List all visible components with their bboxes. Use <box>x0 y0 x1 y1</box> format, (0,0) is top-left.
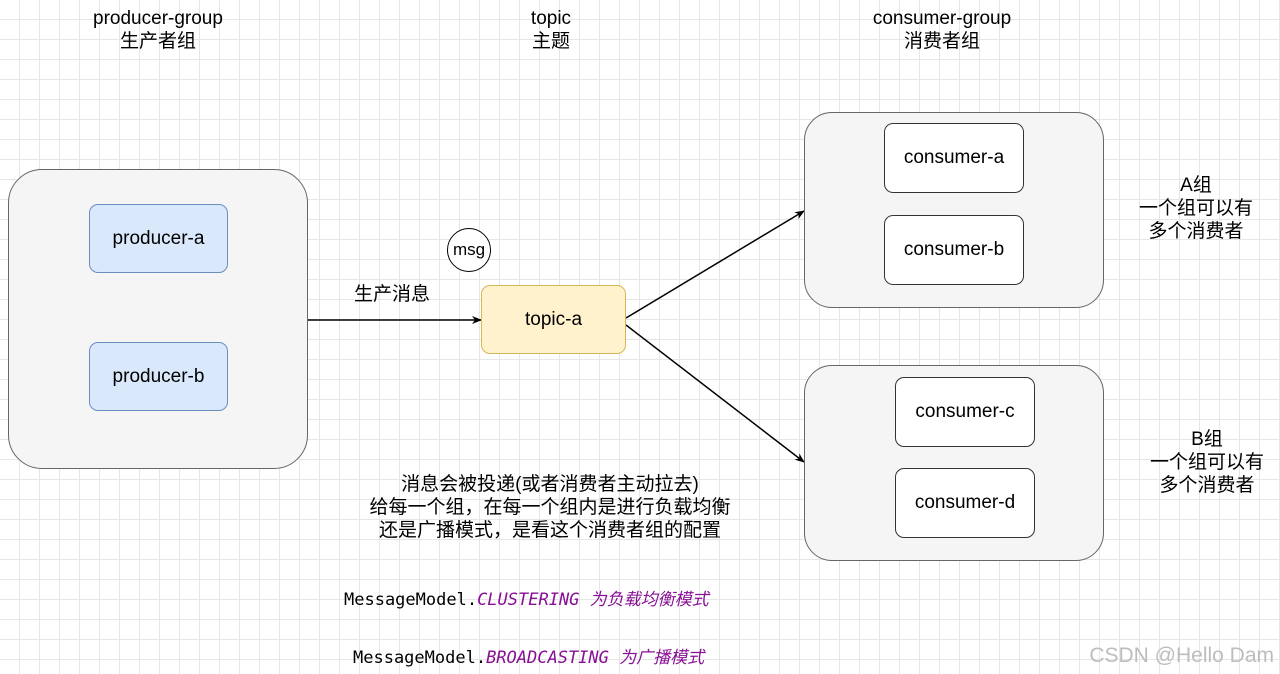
consumer-d-node[interactable]: consumer-d <box>895 468 1035 538</box>
delivery-note-line1: 消息会被投递(或者消费者主动拉去) <box>401 474 699 495</box>
group-b-note-line3: 多个消费者 <box>1159 475 1255 496</box>
consumer-c-node[interactable]: consumer-c <box>895 377 1035 447</box>
group-a-note: A组 一个组可以有 多个消费者 <box>1126 174 1266 243</box>
code-constant: BROADCASTING <box>486 648 609 668</box>
producer-group-header-en: producer-group <box>93 8 223 29</box>
msg-circle[interactable]: msg <box>447 228 491 272</box>
consumer-a-label: consumer-a <box>903 147 1005 168</box>
topic-header-en: topic <box>530 8 572 29</box>
consumer-group-header-zh: 消费者组 <box>903 31 980 52</box>
code-prefix: MessageModel. <box>344 590 478 610</box>
arrow-to-group-a <box>625 210 805 319</box>
group-b-note: B组 一个组可以有 多个消费者 <box>1137 428 1277 497</box>
code-prefix: MessageModel. <box>353 648 487 668</box>
consumer-b-label: consumer-b <box>903 239 1005 260</box>
arrow-to-group-b <box>625 324 805 463</box>
code-constant: CLUSTERING <box>477 590 580 610</box>
topic-a-node[interactable]: topic-a <box>481 285 626 354</box>
delivery-note: 消息会被投递(或者消费者主动拉去) 给每一个组，在每一个组内是进行负载均衡 还是… <box>330 473 770 542</box>
producer-group-header: producer-group 生产者组 <box>48 7 268 53</box>
group-a-note-title: A组 <box>1180 175 1212 196</box>
producer-group-header-zh: 生产者组 <box>119 31 196 52</box>
producer-b-node[interactable]: producer-b <box>89 342 228 411</box>
consumer-group-header-en: consumer-group <box>872 8 1012 29</box>
code-line-broadcasting: MessageModel.BROADCASTING 为广播模式 <box>353 643 704 668</box>
topic-a-label: topic-a <box>524 308 583 330</box>
group-a-note-line3: 多个消费者 <box>1148 221 1244 242</box>
producer-a-label: producer-a <box>112 227 205 249</box>
csdn-watermark: CSDN @Hello Dam <box>1089 644 1274 667</box>
code-line-clustering: MessageModel.CLUSTERING 为负载均衡模式 <box>344 585 709 610</box>
group-b-note-line2: 一个组可以有 <box>1149 452 1264 473</box>
group-b-note-title: B组 <box>1191 429 1223 450</box>
group-a-note-line2: 一个组可以有 <box>1138 198 1253 219</box>
consumer-c-label: consumer-c <box>915 401 1015 422</box>
produce-message-label: 生产消息 <box>354 284 431 305</box>
producer-b-label: producer-b <box>112 365 205 387</box>
code-comment: 为负载均衡模式 <box>589 590 709 610</box>
consumer-b-node[interactable]: consumer-b <box>884 215 1024 285</box>
consumer-d-label: consumer-d <box>914 492 1016 513</box>
delivery-note-line3: 还是广播模式，是看这个消费者组的配置 <box>378 520 721 541</box>
topic-header-zh: 主题 <box>531 31 570 52</box>
producer-a-node[interactable]: producer-a <box>89 204 228 273</box>
code-comment: 为广播模式 <box>619 648 705 668</box>
topic-header: topic 主题 <box>441 7 661 53</box>
consumer-group-header: consumer-group 消费者组 <box>832 7 1052 53</box>
msg-label: msg <box>452 240 486 259</box>
delivery-note-line2: 给每一个组，在每一个组内是进行负载均衡 <box>369 497 731 518</box>
consumer-a-node[interactable]: consumer-a <box>884 123 1024 193</box>
